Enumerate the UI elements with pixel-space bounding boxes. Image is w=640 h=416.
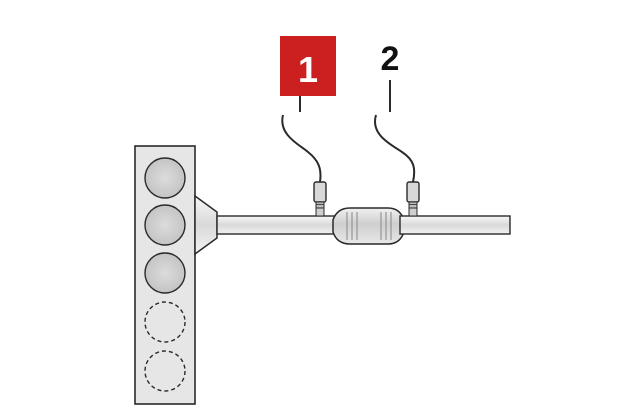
cylinder-dashed: [144, 350, 186, 392]
callout-1-box: [280, 36, 336, 96]
exhaust-manifold: [194, 194, 218, 256]
oxygen-sensor-icon: [281, 114, 327, 217]
callout-2: 2: [381, 40, 400, 112]
exhaust-pipe-upstream: [216, 215, 342, 235]
engine-block-icon: [134, 145, 196, 405]
callout-1-label: 1: [298, 49, 318, 90]
oxygen-sensor-icon: [373, 114, 420, 217]
cylinder-solid: [144, 204, 186, 246]
callout-1: 1: [280, 36, 336, 112]
exhaust-pipe-downstream: [399, 215, 511, 235]
cylinder-solid: [144, 252, 186, 294]
cylinder-dashed: [144, 301, 186, 343]
cylinder-solid: [144, 157, 186, 199]
callout-2-label: 2: [381, 40, 400, 78]
catalytic-converter-icon: [332, 207, 405, 245]
